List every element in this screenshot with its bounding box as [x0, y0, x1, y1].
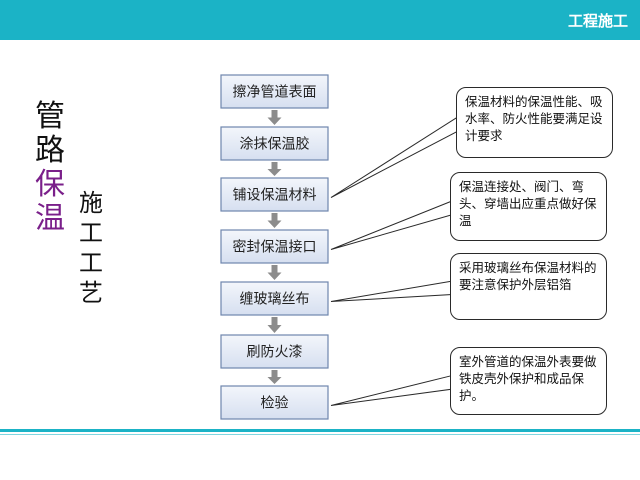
- process-step-box: [220, 229, 329, 264]
- process-step: 缠玻璃丝布: [220, 281, 329, 316]
- process-step-box: [220, 126, 329, 161]
- footer-line: [0, 429, 640, 432]
- header-title: 工程施工: [567, 12, 628, 30]
- callout-note: 保温连接处、阀门、弯头、穿墙出应重点做好保温: [450, 172, 607, 241]
- down-arrow: [267, 370, 282, 384]
- process-step-label: 涂抹保温胶: [240, 136, 310, 153]
- main-title-char-3: 保: [35, 167, 65, 202]
- footer-line-thin: [0, 434, 640, 435]
- process-step: 擦净管道表面: [220, 74, 329, 109]
- header-bar: 工程施工: [0, 0, 640, 40]
- subtitle-char-4: 艺: [79, 279, 103, 307]
- process-step-label: 擦净管道表面: [233, 84, 317, 101]
- process-step: 铺设保温材料: [220, 177, 329, 212]
- process-step: 刷防火漆: [220, 334, 329, 369]
- callout-note: 室外管道的保温外表要做铁皮壳外保护和成品保护。: [450, 347, 607, 415]
- process-step-box: [220, 281, 329, 316]
- down-arrow: [267, 317, 282, 333]
- callout-pointer: [330, 374, 453, 406]
- subtitle: 施 工 工 艺: [76, 188, 106, 308]
- process-step-label: 缠玻璃丝布: [240, 291, 310, 308]
- main-title: 管 路 保 温: [30, 100, 70, 236]
- down-arrow: [267, 162, 282, 176]
- process-step-box: [220, 74, 329, 109]
- process-step: 涂抹保温胶: [220, 126, 329, 161]
- callout-pointer: [330, 280, 453, 302]
- subtitle-char-3: 工: [79, 249, 103, 277]
- main-title-char-4: 温: [35, 201, 65, 236]
- callout-pointer: [330, 200, 453, 250]
- process-step-box: [220, 334, 329, 369]
- process-step: 密封保温接口: [220, 229, 329, 264]
- down-arrow: [267, 213, 282, 228]
- callout-note: 采用玻璃丝布保温材料的要注意保护外层铝箔: [450, 253, 607, 320]
- down-arrow: [267, 110, 282, 125]
- process-step-label: 检验: [261, 396, 289, 412]
- process-step-label: 密封保温接口: [233, 239, 317, 256]
- process-step-label: 刷防火漆: [247, 345, 303, 361]
- down-arrow: [267, 265, 282, 280]
- subtitle-char-1: 施: [79, 189, 103, 217]
- subtitle-char-2: 工: [79, 219, 103, 247]
- process-step-box: [220, 177, 329, 212]
- main-title-char-1: 管: [35, 99, 65, 134]
- callout-note: 保温材料的保温性能、吸水率、防火性能要满足设计要求: [456, 87, 613, 158]
- callout-pointer: [330, 115, 459, 198]
- process-step-label: 铺设保温材料: [233, 188, 317, 204]
- main-title-char-2: 路: [35, 133, 65, 168]
- process-step-box: [220, 385, 329, 420]
- process-step: 检验: [220, 385, 329, 420]
